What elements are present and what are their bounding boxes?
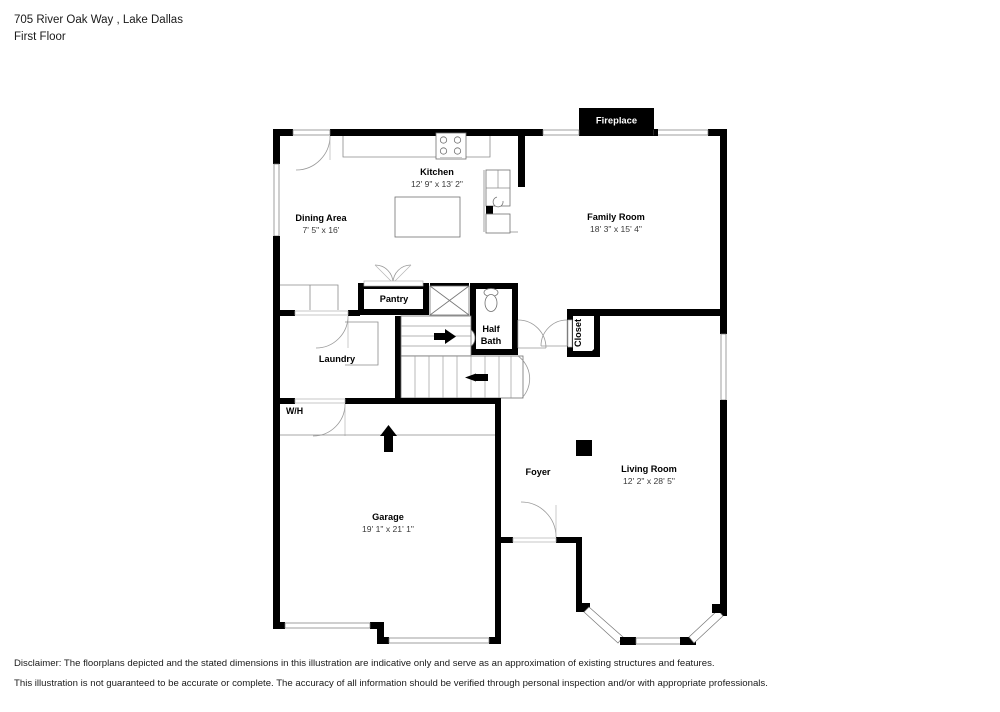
label-foyer: Foyer xyxy=(525,467,550,477)
halfbath-bottom-wall xyxy=(470,349,518,355)
label-half-bath-2: Bath xyxy=(481,336,502,346)
laundry-door-swing xyxy=(315,315,349,349)
closet-bottom-wall xyxy=(567,351,594,357)
toilet-icon xyxy=(483,288,499,312)
plan-header: 705 River Oak Way , Lake Dallas First Fl… xyxy=(14,12,183,46)
pantry-right-wall xyxy=(423,283,429,315)
refrigerator-icon xyxy=(485,169,511,234)
pantry-bottom-wall xyxy=(358,309,429,315)
room-name-garage: Garage xyxy=(372,512,404,522)
bay-window xyxy=(576,603,727,645)
front-door-opening xyxy=(512,537,557,543)
living-left-wall xyxy=(576,537,582,609)
label-closet: Closet xyxy=(573,319,583,347)
garage-door-1 xyxy=(284,622,371,629)
kitchen-counter-right xyxy=(466,136,491,158)
halfbath-left-wall xyxy=(470,283,476,355)
label-pantry: Pantry xyxy=(380,294,409,304)
kitchen-counter-top xyxy=(342,136,436,158)
laundry-counter xyxy=(345,321,379,366)
kitchen-dining-area: Kitchen 12' 9" x 13' 2" Dining Area 7' 5… xyxy=(295,129,525,238)
fireplace-label: Fireplace xyxy=(596,115,637,126)
front-door-swing xyxy=(520,501,557,538)
room-dim-garage: 19' 1" x 21' 1" xyxy=(362,524,414,534)
stair-down-arrow xyxy=(465,373,488,382)
laundry-area: Laundry xyxy=(273,284,401,398)
label-water-heater: W/H xyxy=(286,406,303,416)
room-dim-family: 18' 3" x 15' 4" xyxy=(590,224,642,234)
garage-right-wall xyxy=(495,398,501,638)
closet-door xyxy=(540,319,573,348)
garage-entry-door-opening xyxy=(294,398,346,404)
garage-entry-door-swing xyxy=(312,403,346,437)
laundry-top-wall-right xyxy=(348,310,360,316)
laundry-top-wall-left xyxy=(273,310,295,316)
staircase xyxy=(400,315,531,399)
room-dim-kitchen: 12' 9" x 13' 2" xyxy=(411,179,463,189)
garage-top-wall-left xyxy=(273,398,295,404)
pantry-doors xyxy=(363,264,424,287)
exterior-walls xyxy=(273,129,727,628)
living-foyer-area: Foyer Living Room 12' 2" x 28' 5" xyxy=(501,440,727,645)
family-room-area: Family Room 18' 3" x 15' 4" xyxy=(587,212,645,234)
room-name-family: Family Room xyxy=(587,212,645,222)
pantry-left-wall xyxy=(358,283,364,315)
room-dim-dining: 7' 5" x 16' xyxy=(303,225,340,235)
halfbath-top-wall xyxy=(470,283,518,289)
halfbath-door xyxy=(517,319,547,349)
kitchen-island xyxy=(394,196,461,238)
property-address: 705 River Oak Way , Lake Dallas xyxy=(14,14,183,26)
room-name-dining: Dining Area xyxy=(295,213,347,223)
fireplace-bump: Fireplace xyxy=(579,108,654,131)
stair-up-arrow xyxy=(434,329,456,344)
label-half-bath-1: Half xyxy=(482,324,500,334)
room-name-living: Living Room xyxy=(621,464,677,474)
garage-top-wall-right xyxy=(345,398,501,404)
disclaimer-line-2: This illustration is not guaranteed to b… xyxy=(14,678,768,689)
laundry-right-wall xyxy=(395,316,401,398)
room-dim-living: 12' 2" x 28' 5" xyxy=(623,476,675,486)
stair-lower-flight xyxy=(400,355,524,399)
plan-footer: Disclaimer: The floorplans depicted and … xyxy=(14,654,768,694)
column-marker xyxy=(576,440,592,456)
room-name-kitchen: Kitchen xyxy=(420,167,454,177)
garage-direction-arrow xyxy=(380,425,397,452)
floor-label: First Floor xyxy=(14,31,66,43)
halfbath-right-wall xyxy=(512,283,518,355)
garage-door-2 xyxy=(388,637,490,644)
cooktop-icon xyxy=(435,132,467,160)
label-laundry: Laundry xyxy=(319,354,356,364)
garage-area: Garage 19' 1" x 21' 1" W/H xyxy=(273,398,501,644)
linen-closet xyxy=(429,283,470,316)
closet-area: Closet xyxy=(540,309,600,357)
laundry-door-opening xyxy=(294,310,349,316)
dining-top-door xyxy=(295,135,331,171)
closet-right-wall xyxy=(594,309,600,349)
disclaimer-line-1: Disclaimer: The floorplans depicted and … xyxy=(14,658,715,669)
laundry-shelf xyxy=(280,284,339,310)
